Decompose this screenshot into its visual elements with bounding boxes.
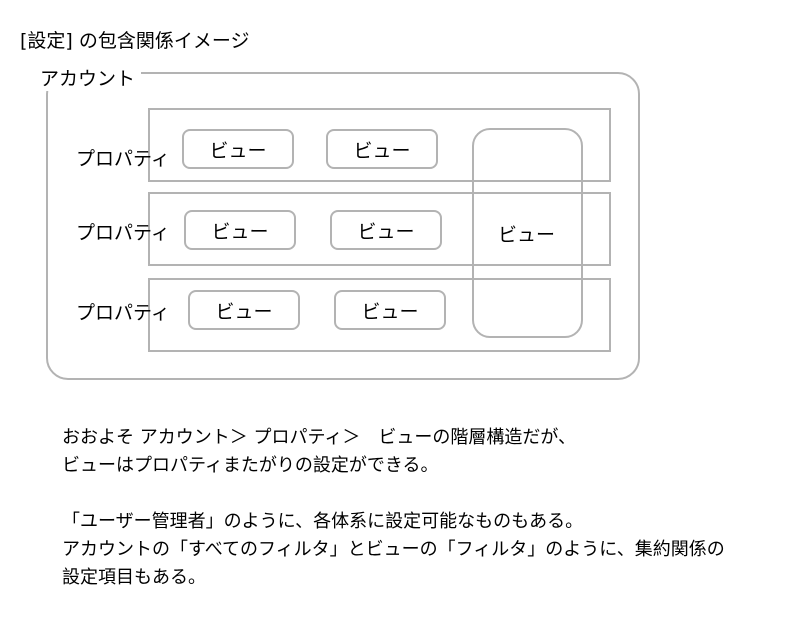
note-line: アカウントの「すべてのフィルタ」とビューの「フィルタ」のように、集約関係の	[62, 539, 725, 560]
view-box-2-1: ビュー	[184, 210, 296, 250]
property-row-2	[148, 192, 611, 266]
view-box-1-1: ビュー	[182, 129, 294, 169]
property-label-1: プロパティ	[76, 148, 170, 170]
view-box-1-2: ビュー	[326, 129, 438, 169]
view-box-3-1: ビュー	[188, 290, 300, 330]
view-box-2-2: ビュー	[330, 210, 442, 250]
account-label: アカウント	[36, 64, 142, 91]
account-container	[46, 72, 640, 380]
diagram-title: [設定] の包含関係イメージ	[20, 30, 250, 52]
shared-view-label: ビュー	[498, 224, 556, 246]
note-line: 設定項目もある。	[62, 567, 206, 588]
property-label-2: プロパティ	[76, 222, 170, 244]
property-row-3	[148, 278, 611, 352]
property-label-3: プロパティ	[76, 302, 170, 324]
note-line: おおよそ アカウント＞ プロパティ＞ ビューの階層構造だが、	[62, 427, 577, 448]
notes: おおよそ アカウント＞ プロパティ＞ ビューの階層構造だが、 ビューはプロパティ…	[62, 424, 725, 592]
property-row-1	[148, 108, 611, 182]
note-line: 「ユーザー管理者」のように、各体系に設定可能なものもある。	[62, 511, 584, 532]
shared-view-box	[472, 128, 583, 338]
view-box-3-2: ビュー	[334, 290, 446, 330]
note-line: ビューはプロパティまたがりの設定ができる。	[62, 455, 439, 476]
